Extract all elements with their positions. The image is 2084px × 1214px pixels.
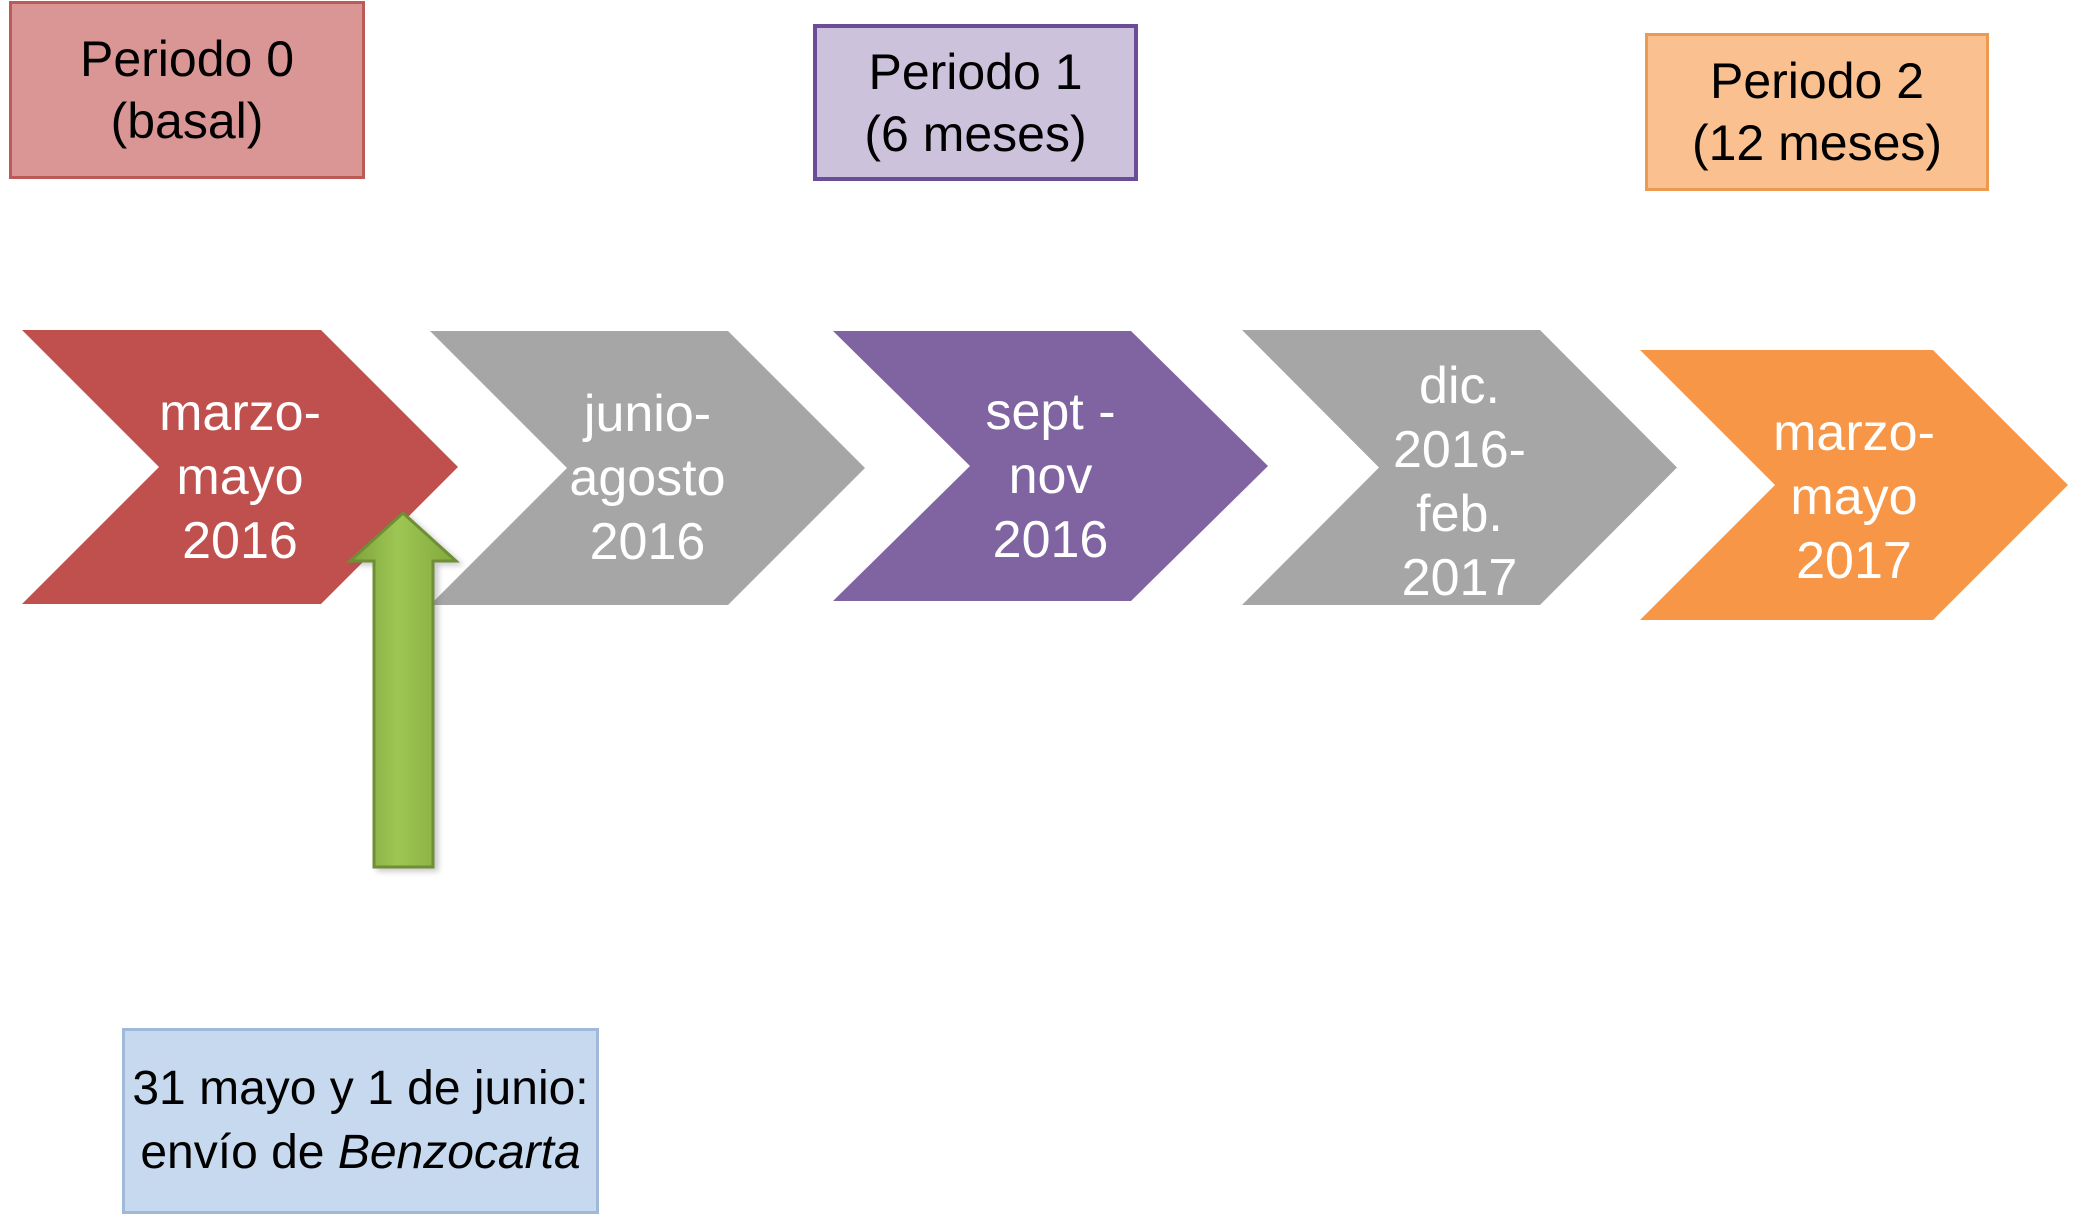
- chevron-label-line: mayo: [1790, 468, 1918, 526]
- chevron-label-line: nov: [1008, 447, 1093, 505]
- period-0-line-2: (basal): [110, 93, 264, 149]
- period-0-label-box: Periodo 0 (basal): [9, 1, 365, 179]
- chevron-junio-agosto-2016: junio- agosto 2016: [430, 331, 865, 605]
- period-1-label-box: Periodo 1 (6 meses): [813, 24, 1138, 181]
- chevron-label-line: marzo-: [1773, 404, 1935, 462]
- period-2-line-1: Periodo 2: [1709, 53, 1925, 109]
- chevron-label-line: 2016: [182, 512, 298, 570]
- chevron-label-line: agosto: [569, 449, 726, 507]
- chevron-label: dic. 2016- feb. 2017: [1393, 354, 1526, 610]
- chevron-marzo-mayo-2017: marzo- mayo 2017: [1640, 350, 2068, 620]
- chevron-dic-2016-feb-2017: dic. 2016- feb. 2017: [1242, 330, 1677, 605]
- note-line-2: envío de Benzocarta: [140, 1121, 580, 1185]
- chevron-label-line: 2016: [992, 511, 1109, 569]
- chevron-label: sept - nov 2016: [985, 380, 1115, 572]
- chevron-label-line: 2016-: [1393, 420, 1526, 479]
- chevron-sept-nov-2016: sept - nov 2016: [833, 331, 1268, 601]
- note-line-2-prefix: envío de: [140, 1126, 338, 1179]
- period-2-label-box: Periodo 2 (12 meses): [1645, 33, 1989, 191]
- chevron-label-line: mayo: [176, 448, 304, 506]
- chevron-label-line: sept -: [985, 383, 1116, 441]
- chevron-label-line: dic.: [1419, 356, 1500, 415]
- chevron-label-line: 2016: [589, 513, 706, 571]
- chevron-label-line: marzo-: [159, 384, 321, 442]
- chevron-label-line: 2017: [1796, 532, 1912, 590]
- note-line-2-italic: Benzocarta: [337, 1126, 581, 1179]
- up-arrow-icon: [346, 510, 460, 869]
- benzocarta-note-box: 31 mayo y 1 de junio: envío de Benzocart…: [122, 1028, 599, 1214]
- chevron-label: junio- agosto 2016: [569, 382, 725, 574]
- chevron-label: marzo- mayo 2017: [1773, 401, 1935, 593]
- up-arrow-shape: [346, 510, 460, 869]
- chevron-label-line: feb.: [1416, 484, 1503, 543]
- chevron-label-line: junio-: [583, 385, 712, 443]
- chevron-label: marzo- mayo 2016: [159, 381, 321, 573]
- chevron-label-line: 2017: [1401, 548, 1518, 607]
- period-1-line-2: (6 meses): [864, 105, 1087, 162]
- period-2-line-2: (12 meses): [1691, 115, 1943, 171]
- period-1-line-1: Periodo 1: [868, 43, 1083, 100]
- note-line-1: 31 mayo y 1 de junio:: [132, 1062, 589, 1115]
- period-0-line-1: Periodo 0: [79, 31, 295, 87]
